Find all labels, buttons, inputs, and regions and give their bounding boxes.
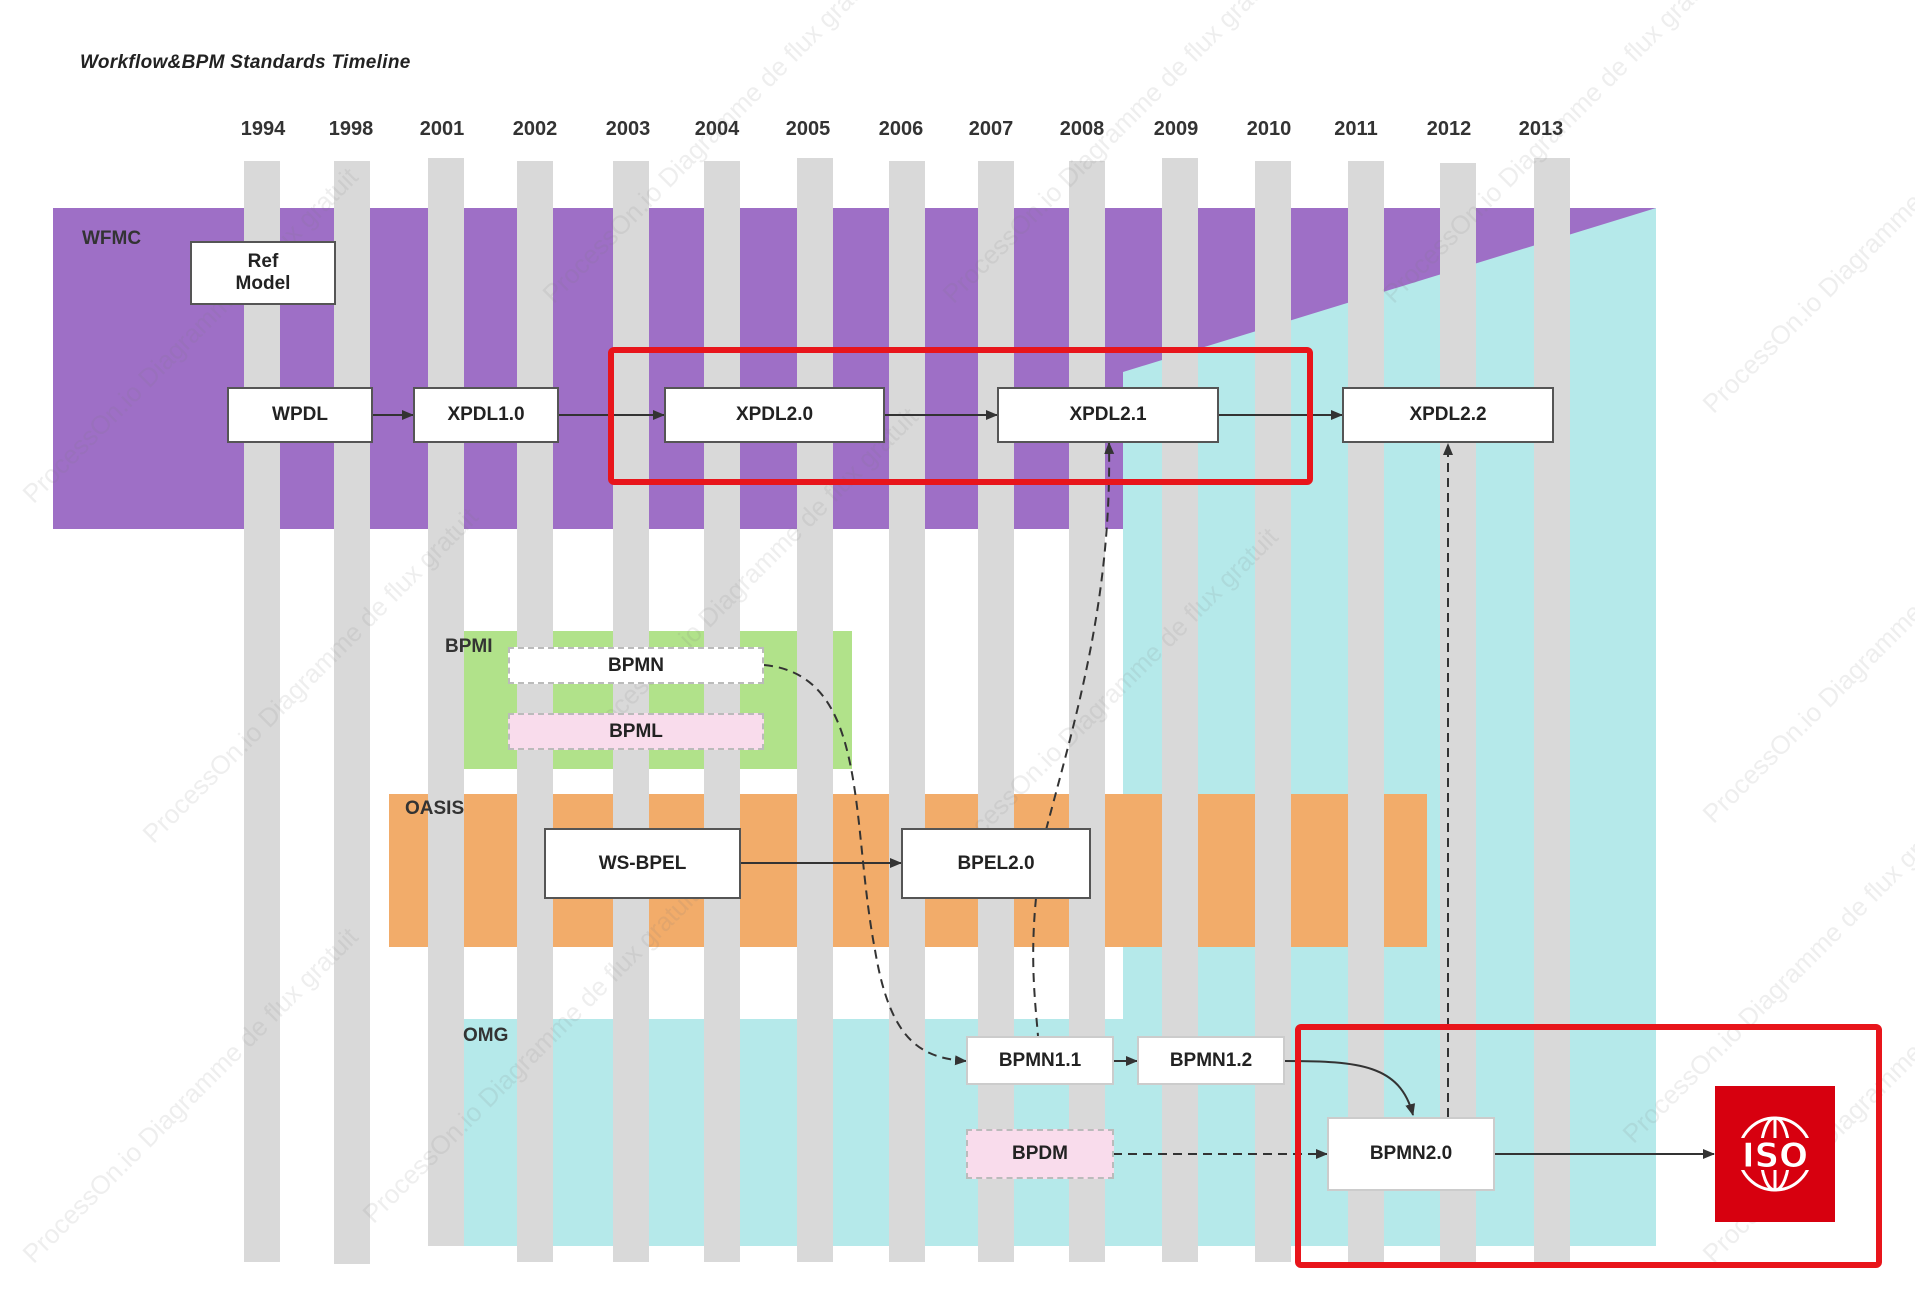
- omg-label: OMG: [463, 1025, 509, 1046]
- box-wpdl[interactable]: WPDL: [227, 387, 373, 443]
- highlight-bpmn20-iso: [1295, 1024, 1882, 1268]
- year-label-2005: 2005: [785, 118, 831, 140]
- year-bar-2012: [1440, 163, 1476, 1262]
- box-xpdl22[interactable]: XPDL2.2: [1342, 387, 1554, 443]
- globe-icon: ISO: [1722, 1116, 1828, 1192]
- box-bpdm[interactable]: BPDM: [966, 1129, 1114, 1179]
- year-bar-2003: [613, 161, 649, 1262]
- year-label-2006: 2006: [878, 118, 924, 140]
- year-bar-1998: [334, 161, 370, 1264]
- year-label-2003: 2003: [605, 118, 651, 140]
- year-label-1994: 1994: [240, 118, 286, 140]
- year-label-2007: 2007: [968, 118, 1014, 140]
- year-bar-2013: [1534, 158, 1570, 1262]
- page-title: Workflow&BPM Standards Timeline: [80, 52, 411, 73]
- iso-text: ISO: [1742, 1136, 1808, 1176]
- arrow-bpmn12-bpmn20: [1284, 1060, 1416, 1116]
- year-label-2013: 2013: [1518, 118, 1564, 140]
- bpmi-label: BPMI: [445, 636, 493, 657]
- year-label-2004: 2004: [694, 118, 740, 140]
- year-bar-2002: [517, 161, 553, 1262]
- year-label-2002: 2002: [512, 118, 558, 140]
- year-label-2011: 2011: [1334, 118, 1378, 140]
- box-xpdl20[interactable]: XPDL2.0: [664, 387, 885, 443]
- box-xpdl21[interactable]: XPDL2.1: [997, 387, 1219, 443]
- box-ref-model[interactable]: Ref Model: [190, 241, 336, 305]
- iso-logo: ISO: [1715, 1086, 1835, 1222]
- box-ws-bpel[interactable]: WS-BPEL: [544, 828, 741, 899]
- year-bar-2005: [797, 158, 833, 1262]
- year-label-2009: 2009: [1153, 118, 1199, 140]
- box-bpel20[interactable]: BPEL2.0: [901, 828, 1091, 899]
- year-label-2012: 2012: [1426, 118, 1472, 140]
- box-bpmn11[interactable]: BPMN1.1: [966, 1036, 1114, 1085]
- arrow-bpel20-xpdl21: [1045, 442, 1115, 831]
- box-bpmn20[interactable]: BPMN2.0: [1327, 1117, 1495, 1191]
- arrow-bpel20-bpmn11: [1032, 897, 1039, 1037]
- year-bar-2004: [704, 161, 740, 1262]
- year-bar-1994: [244, 161, 280, 1262]
- year-label-2001: 2001: [419, 118, 465, 140]
- arrow-bpmn-bpmn11: [763, 664, 967, 1066]
- highlight-xpdl: [608, 347, 1313, 485]
- year-bar-2011: [1348, 161, 1384, 1262]
- year-label-1998: 1998: [328, 118, 374, 140]
- box-xpdl10[interactable]: XPDL1.0: [413, 387, 559, 443]
- year-bar-2001: [428, 158, 464, 1246]
- year-label-2010: 2010: [1246, 118, 1292, 140]
- wfmc-label: WFMC: [82, 228, 142, 249]
- oasis-label: OASIS: [405, 798, 465, 819]
- year-bar-2006: [889, 161, 925, 1262]
- year-label-2008: 2008: [1059, 118, 1105, 140]
- box-bpml[interactable]: BPML: [508, 713, 764, 750]
- box-bpmn12[interactable]: BPMN1.2: [1137, 1036, 1285, 1085]
- box-bpmn[interactable]: BPMN: [508, 647, 764, 684]
